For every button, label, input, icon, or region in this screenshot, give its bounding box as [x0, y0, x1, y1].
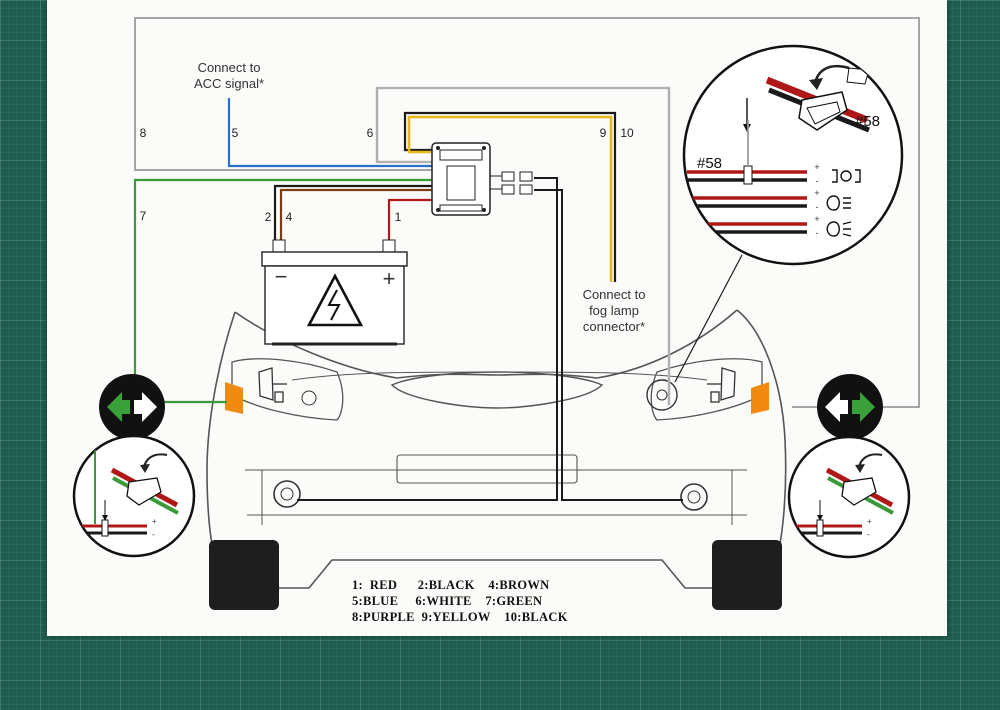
right-connector-inset: + - + - + - #58 #58 — [682, 44, 904, 266]
battery — [261, 239, 408, 346]
wire-number-5: 5 — [232, 126, 239, 140]
diagram-sheet: − + Connect to ACC signal* Connect to fo… — [47, 0, 947, 636]
acc-signal-label-line1: Connect to — [198, 60, 261, 75]
right-bulb-icon — [707, 367, 736, 403]
wire-number-8: 8 — [140, 126, 147, 140]
fog-lamp-label-line2: fog lamp — [589, 303, 639, 318]
right-fog-lamp — [680, 483, 708, 511]
left-inset-minus: - — [152, 530, 155, 539]
battery-minus: − — [275, 264, 288, 289]
plus-sign-2: + — [814, 188, 819, 198]
control-module — [431, 142, 533, 216]
wire-number-10: 10 — [620, 126, 634, 140]
plus-sign-1: + — [814, 162, 819, 172]
right-inset-plus: + — [867, 517, 872, 526]
wire-number-2: 2 — [265, 210, 272, 224]
acc-signal-label-line2: ACC signal* — [194, 76, 264, 91]
left-bulb-icon — [258, 367, 287, 403]
left-turn-signal-icon — [99, 374, 165, 440]
right-small-connector-inset: + - — [787, 435, 911, 559]
plus-sign-3: + — [814, 214, 819, 224]
right-tire — [712, 540, 782, 610]
right-position-bulb-icon — [646, 379, 678, 411]
wire-number-1: 1 — [395, 210, 402, 224]
car-outline — [206, 309, 787, 589]
left-turn-light — [225, 382, 243, 414]
battery-plus: + — [383, 266, 396, 291]
left-inset-plus: + — [152, 517, 157, 526]
minus-sign-3: - — [816, 228, 819, 238]
fog-lamp-label-line3: connector* — [583, 319, 645, 334]
legend-row-2: 5:BLUE 6:WHITE 7:GREEN — [352, 594, 542, 608]
wire-color-legend: 1: RED 2:BLACK 4:BROWN 5:BLUE 6:WHITE 7:… — [352, 578, 568, 624]
left-fog-lamp — [273, 480, 301, 508]
right-turn-light — [751, 382, 769, 414]
right-inset-minus: - — [867, 530, 870, 539]
left-connector-inset: + - — [72, 434, 196, 558]
wire-number-7: 7 — [140, 209, 147, 223]
minus-sign-2: - — [816, 202, 819, 212]
left-headlight — [231, 358, 344, 421]
legend-row-3: 8:PURPLE 9:YELLOW 10:BLACK — [352, 610, 568, 624]
tag-58-bottom: #58 — [697, 155, 722, 172]
fog-lamp-label-line1: Connect to — [583, 287, 646, 302]
wiring-diagram: − + Connect to ACC signal* Connect to fo… — [72, 17, 920, 624]
tag-58-top: #58 — [855, 113, 880, 130]
wire-number-9: 9 — [600, 126, 607, 140]
left-small-bulb-icon — [301, 390, 317, 406]
wire-number-6: 6 — [367, 126, 374, 140]
right-turn-signal-icon — [817, 374, 883, 440]
minus-sign-1: - — [816, 176, 819, 186]
legend-row-1: 1: RED 2:BLACK 4:BROWN — [352, 578, 550, 592]
wire-number-4: 4 — [286, 210, 293, 224]
left-tire — [209, 540, 279, 610]
